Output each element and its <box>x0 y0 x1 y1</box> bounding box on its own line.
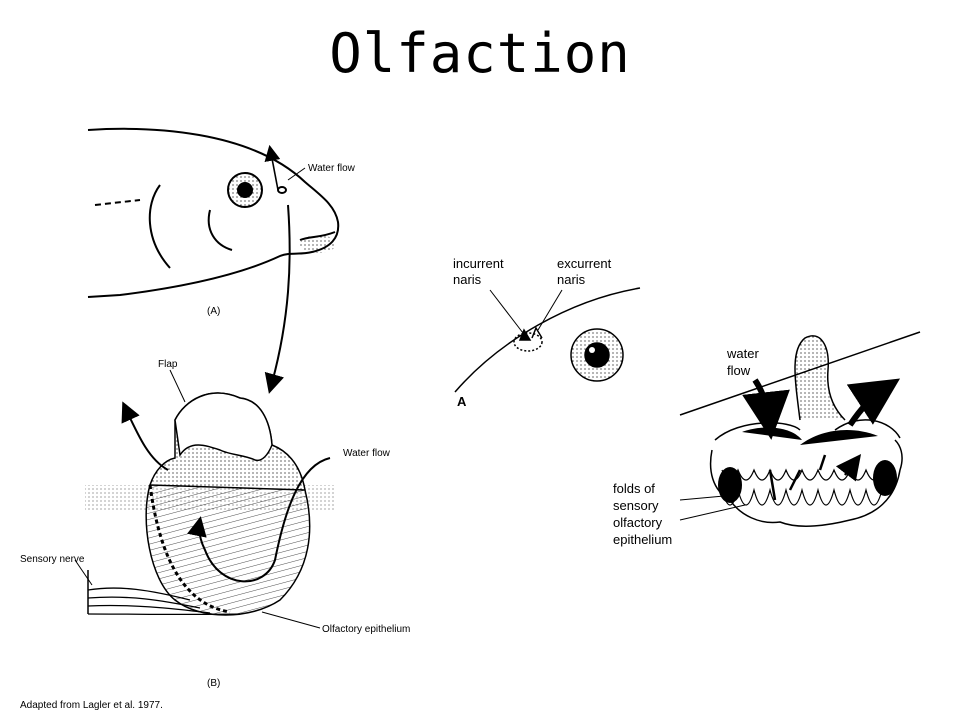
slide-title: Olfaction <box>329 22 631 85</box>
flap-leader <box>169 369 186 403</box>
folds-leader-1 <box>679 494 736 501</box>
water-flow-label-d-1: water <box>726 346 759 361</box>
water-flow-arrow-d-out <box>846 378 901 427</box>
fish-head-illustration <box>87 127 340 298</box>
water-flow-arrow-b-in <box>187 457 331 583</box>
water-flow-leader-a <box>287 167 306 181</box>
olfactory-epithelium-leader <box>261 611 321 629</box>
excurrent-naris-label-1: excurrent <box>557 256 612 271</box>
water-flow-label-b: Water flow <box>343 448 391 459</box>
excurrent-leader <box>537 289 563 331</box>
water-flow-arrow-a <box>264 144 281 191</box>
folds-label-1: folds of <box>613 481 655 496</box>
folds-leader-2 <box>679 504 746 521</box>
incurrent-naris-label-1: incurrent <box>453 256 504 271</box>
folds-label-2: sensory <box>613 498 659 513</box>
flap-label: Flap <box>158 359 178 370</box>
panel-label-b: (B) <box>207 678 220 689</box>
sensory-nerve-leader <box>74 559 93 586</box>
nares-illustration <box>454 287 641 393</box>
connector-arrow <box>264 204 291 394</box>
folds-label-4: epithelium <box>613 532 672 547</box>
water-flow-arrow-d-in <box>742 378 790 440</box>
water-flow-label-d-2: flow <box>727 363 751 378</box>
water-flow-label-a: Water flow <box>308 163 356 174</box>
water-flow-arrow-b-out <box>121 401 169 471</box>
panel-label-c: A <box>457 394 467 409</box>
incurrent-naris-label-2: naris <box>453 272 482 287</box>
internal-flow-arrows <box>768 455 858 501</box>
excurrent-naris-label-2: naris <box>557 272 586 287</box>
folds-label-3: olfactory <box>613 515 663 530</box>
nasal-section-illustration <box>85 392 335 616</box>
incurrent-leader <box>489 289 524 334</box>
citation: Adapted from Lagler et al. 1977. <box>20 700 163 711</box>
olfactory-epithelium-label: Olfactory epithelium <box>322 624 410 635</box>
panel-label-a: (A) <box>207 306 220 317</box>
sensory-nerve-label: Sensory nerve <box>20 554 85 565</box>
